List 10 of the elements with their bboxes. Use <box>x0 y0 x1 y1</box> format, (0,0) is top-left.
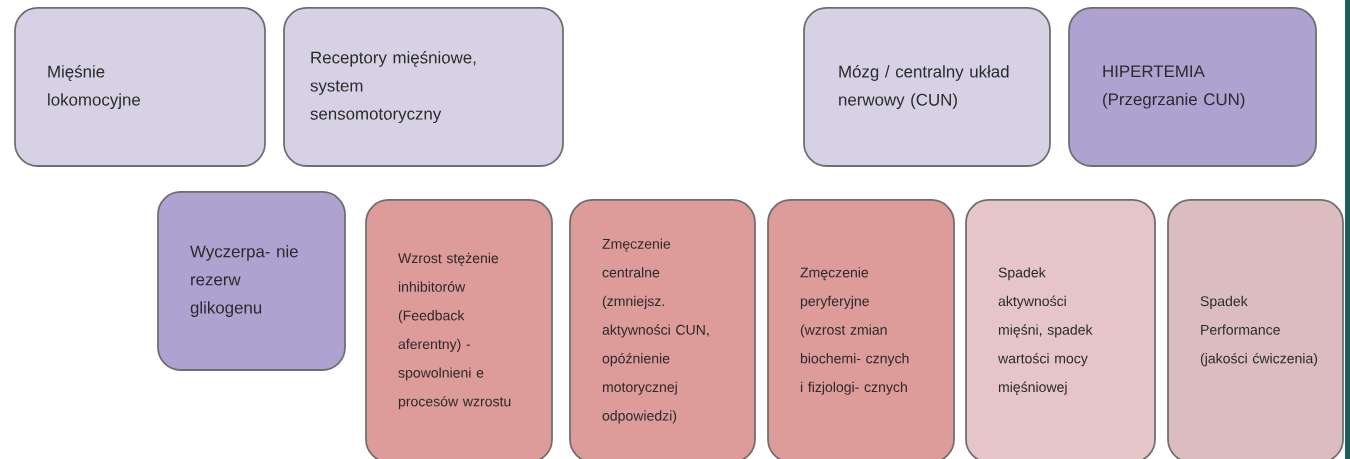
text-box: Mięśnie lokomocyjne <box>14 7 266 167</box>
text-box: Receptory mięśniowe, system sensomotoryczny <box>283 7 564 167</box>
text-box: Wzrost stężenie inhibitorów (Feedback aferentny) - spowolnieni e procesów wzrostu <box>365 199 553 459</box>
text-box: Zmęczenie peryferyjne (wzrost zmian biochemi- cznych i fizjologi- cznych <box>767 199 955 459</box>
text-box: Wyczerpa- nie rezerw glikogenu <box>157 191 346 371</box>
text-box: Spadek aktywności mięśni, spadek wartości mocy mięśniowej <box>965 199 1156 459</box>
text-box: Mózg / centralny układ nerwowy (CUN) <box>803 7 1051 167</box>
text-box: HIPERTEMIA (Przegrzanie CUN) <box>1068 7 1317 167</box>
text-box: Zmęczenie centralne (zmniejsz. aktywności CUN, opóźnienie motorycznej odpowiedzi) <box>569 199 756 459</box>
text-box: Spadek Performance (jakości ćwiczenia) <box>1167 199 1344 459</box>
